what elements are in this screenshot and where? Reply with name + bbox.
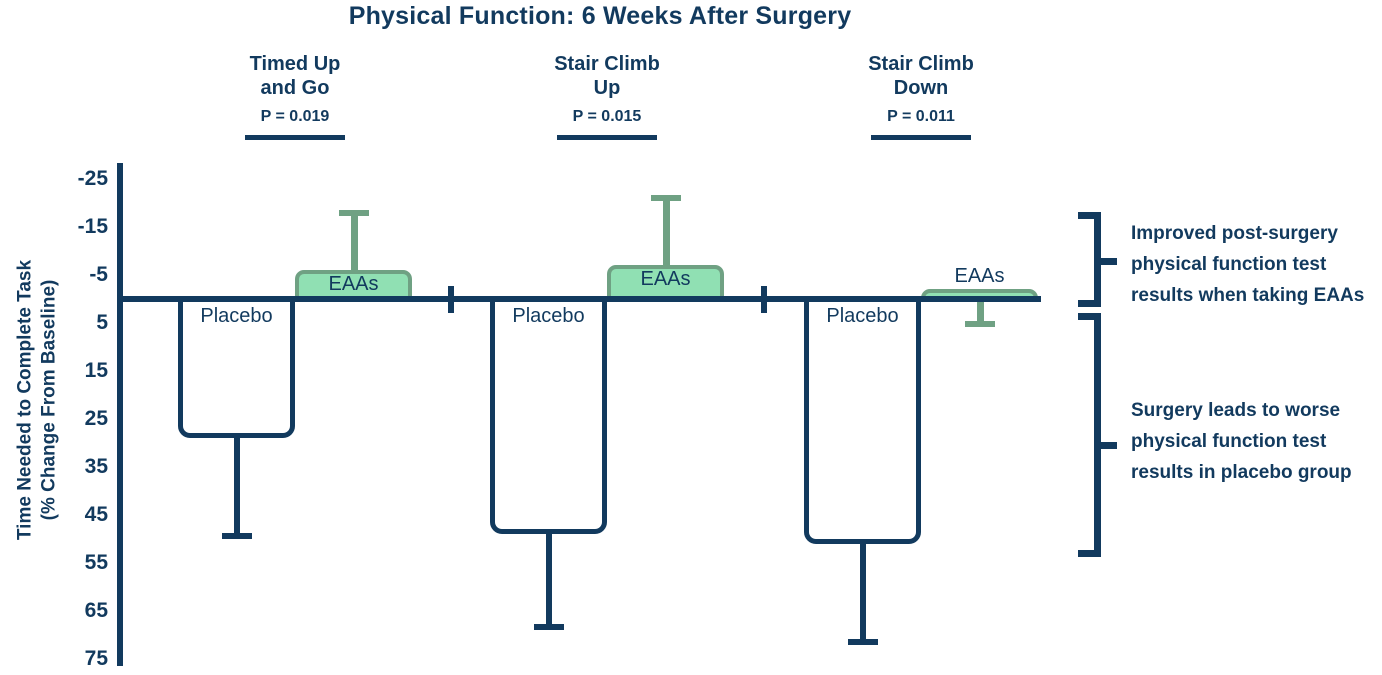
eaas-error-bar-cap xyxy=(650,195,681,202)
bracket-nub xyxy=(1099,258,1117,265)
group-p-value: P = 0.015 xyxy=(572,108,642,125)
annotation-line: Improved post-surgery xyxy=(1131,223,1338,244)
group-header-stair-climb-down: Stair Climb Down P = 0.011 xyxy=(811,52,1031,140)
y-axis-tick-label: -5 xyxy=(89,263,108,286)
eaas-error-bar-stem xyxy=(350,212,358,277)
group-header-stair-climb-up: Stair Climb Up P = 0.015 xyxy=(497,52,717,140)
group-p-value: P = 0.011 xyxy=(887,108,955,125)
placebo-error-bar-cap xyxy=(533,624,564,631)
eaas-error-bar-cap xyxy=(964,321,995,327)
placebo-error-bar-stem xyxy=(233,434,240,539)
group-underline xyxy=(557,135,657,140)
placebo-bar-label: Placebo xyxy=(200,305,273,327)
eaas-error-bar-cap xyxy=(338,209,369,216)
group-underline xyxy=(245,135,345,140)
annotation-eaas: Improved post-surgery physical function … xyxy=(1131,218,1382,311)
group-name-line: Stair Climb xyxy=(868,53,974,75)
bracket-arm-top xyxy=(1078,212,1101,219)
group-name-line: Down xyxy=(893,77,949,99)
y-axis-tick-label: 55 xyxy=(84,551,108,574)
placebo-bar xyxy=(490,296,607,535)
y-axis-tick-label: 25 xyxy=(84,407,108,430)
bracket-arm-bottom xyxy=(1078,300,1101,307)
placebo-bar xyxy=(804,296,921,544)
placebo-error-bar-stem xyxy=(545,530,552,631)
y-axis-tick-label: 75 xyxy=(84,647,108,670)
y-axis-tick-label: 35 xyxy=(84,455,108,478)
bracket-vertical xyxy=(1094,212,1101,307)
annotation-line: results when taking EAAs xyxy=(1131,285,1365,306)
group-name-line: Up xyxy=(593,77,621,99)
group-name-line: and Go xyxy=(260,77,330,99)
bracket-arm-bottom xyxy=(1078,550,1101,557)
group-underline xyxy=(871,135,971,140)
eaas-bar-label: EAAs xyxy=(954,265,1005,288)
chart-title: Physical Function: 6 Weeks After Surgery xyxy=(348,2,852,30)
group-header-timed-up-and-go: Timed Up and Go P = 0.019 xyxy=(185,52,405,140)
group-name-line: Timed Up xyxy=(249,53,341,75)
eaas-bar-label: EAAs xyxy=(328,273,379,296)
placebo-error-bar-cap xyxy=(847,638,878,645)
placebo-bar-label: Placebo xyxy=(512,305,585,327)
axis-divider-tick xyxy=(448,286,454,313)
placebo-bar xyxy=(178,296,295,439)
annotation-line: Surgery leads to worse xyxy=(1131,400,1341,421)
bracket-vertical xyxy=(1094,313,1101,557)
eaas-error-bar-stem xyxy=(976,299,984,323)
annotation-line: physical function test xyxy=(1131,254,1327,275)
annotation-placebo: Surgery leads to worse physical function… xyxy=(1131,395,1382,488)
y-axis-tick-label: -15 xyxy=(77,215,108,238)
y-axis-line xyxy=(117,163,123,666)
group-p-value: P = 0.019 xyxy=(260,108,330,125)
placebo-error-bar-stem xyxy=(859,539,866,645)
y-axis-tick-label: 15 xyxy=(84,359,108,382)
bracket-nub xyxy=(1099,442,1117,449)
axis-divider-tick xyxy=(761,286,767,313)
bracket-arm-top xyxy=(1078,313,1101,320)
placebo-bar-label: Placebo xyxy=(826,305,899,327)
group-name-line: Stair Climb xyxy=(554,53,660,75)
y-axis-tick-label: 45 xyxy=(84,503,108,526)
eaas-error-bar-stem xyxy=(662,198,670,272)
y-axis-tick-label: 5 xyxy=(96,311,108,334)
placebo-error-bar-cap xyxy=(221,533,252,539)
zero-baseline xyxy=(117,296,1041,302)
annotation-line: results in placebo group xyxy=(1131,462,1352,483)
y-axis-tick-label: -25 xyxy=(77,167,108,190)
eaas-bar-label: EAAs xyxy=(640,268,691,291)
y-axis-tick-label: 65 xyxy=(84,599,108,622)
annotation-line: physical function test xyxy=(1131,431,1327,452)
